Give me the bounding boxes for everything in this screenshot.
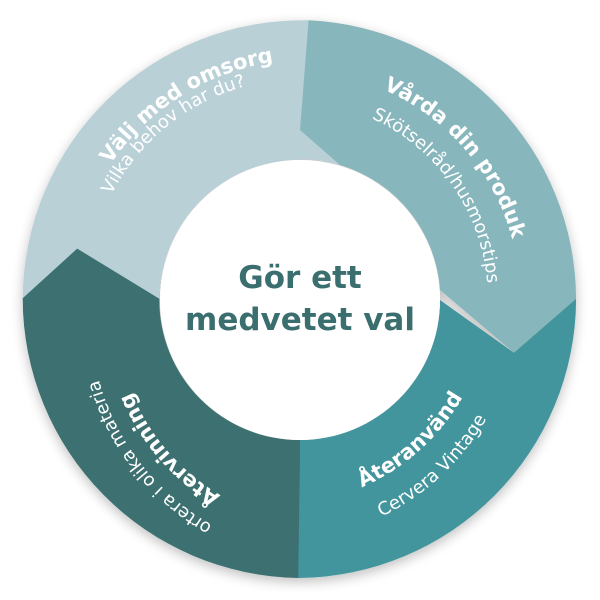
segment-valj-med-omsorg-body	[22, 20, 340, 299]
segment-ateranvand	[260, 298, 577, 578]
center-circle	[160, 160, 440, 440]
center-title-line-1: Gör ett	[238, 260, 362, 296]
segment-atervinning	[22, 248, 300, 578]
cycle-ring	[22, 20, 577, 578]
center-title-line-2: medvetet val	[185, 302, 415, 338]
segment-varda-din-produkt	[300, 20, 577, 353]
